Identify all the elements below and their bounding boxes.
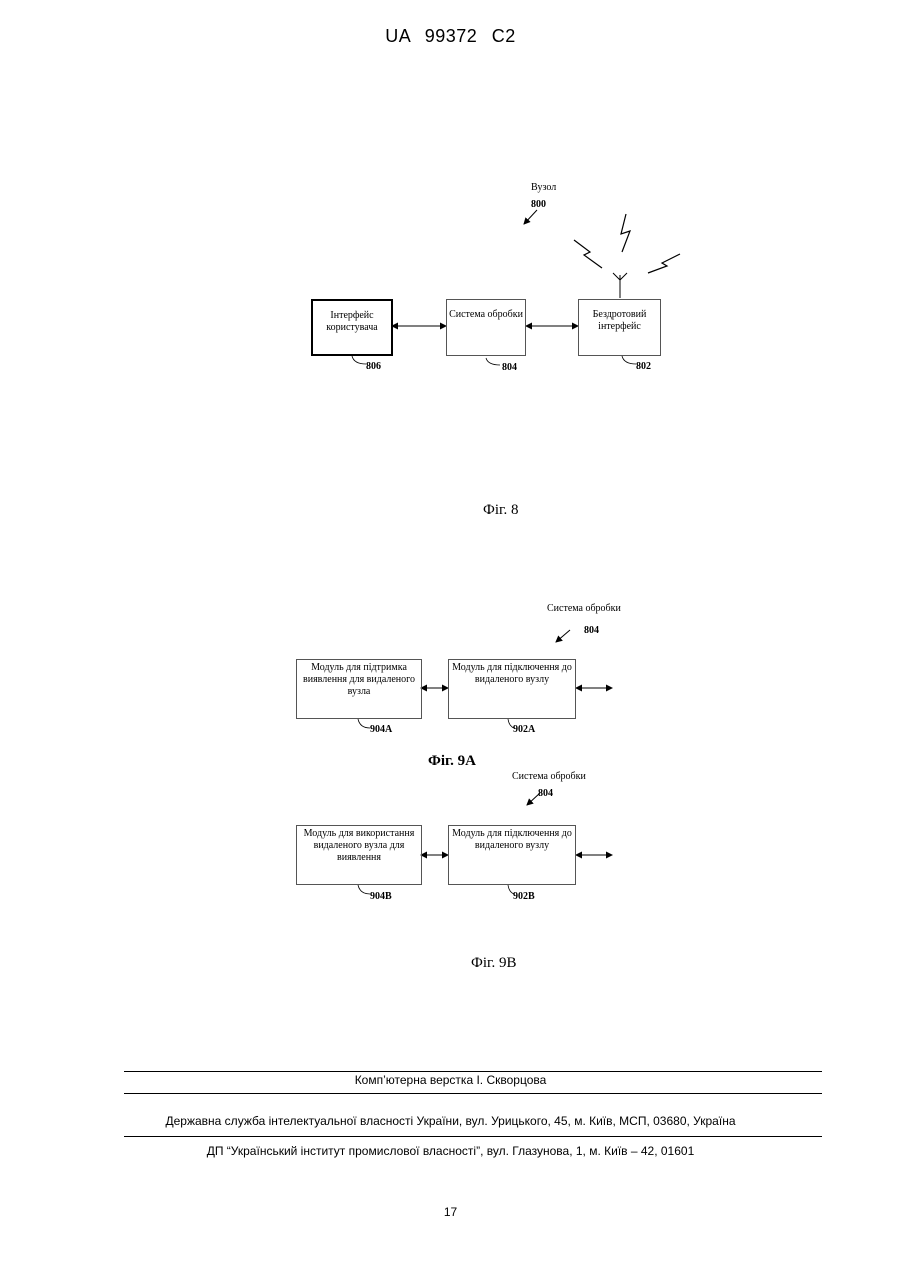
system-pointer-arrow-9a (556, 630, 570, 642)
leader-904a (358, 719, 370, 728)
system-label-9b: Система обробки (512, 771, 586, 782)
layout-credit: Комп’ютерна верстка І. Скворцова (0, 1073, 901, 1087)
ref-902a: 902A (513, 724, 535, 735)
connect-module-block-9a: Модуль для підключення до видаленого вуз… (448, 659, 576, 719)
system-ref-9a: 804 (584, 625, 599, 636)
ref-802: 802 (636, 361, 651, 372)
figure-8-caption: Фіг. 8 (483, 502, 518, 519)
lightning-bolt-icon (621, 214, 630, 252)
leader-802 (622, 356, 636, 364)
footer-divider (124, 1093, 822, 1094)
footer-divider (124, 1136, 822, 1137)
user-interface-block: Інтерфейс користувача (311, 299, 393, 356)
ref-904a: 904A (370, 724, 392, 735)
page-number: 17 (0, 1205, 901, 1219)
support-discovery-module-block: Модуль для підтримка виявлення для видал… (296, 659, 422, 719)
system-label-9a: Система обробки (547, 603, 621, 614)
lightning-bolt-icon (574, 240, 602, 268)
lightning-bolt-icon (648, 254, 680, 273)
processing-system-block: Система обробки (446, 299, 526, 356)
ref-904b: 904B (370, 891, 392, 902)
node-ref: 800 (531, 199, 546, 210)
footer-divider (124, 1071, 822, 1072)
ref-902b: 902B (513, 891, 535, 902)
service-address: Державна служба інтелектуальної власност… (0, 1114, 901, 1128)
antenna-icon (613, 273, 627, 298)
node-label: Вузол (531, 182, 556, 193)
leader-806 (352, 356, 366, 364)
connect-module-block-9b: Модуль для підключення до видаленого вуз… (448, 825, 576, 885)
figure-9a-caption: Фіг. 9A (428, 753, 476, 770)
system-ref-9b: 804 (538, 788, 553, 799)
institute-address: ДП “Український інститут промислової вла… (0, 1144, 901, 1158)
ref-806: 806 (366, 361, 381, 372)
leader-904b (358, 885, 370, 894)
leader-804 (486, 358, 500, 365)
ref-804: 804 (502, 362, 517, 373)
node-pointer-arrow (524, 210, 537, 224)
use-remote-node-module-block: Модуль для використання видаленого вузла… (296, 825, 422, 885)
figure-9b-caption: Фіг. 9B (471, 955, 516, 972)
wireless-interface-block: Бездротовий інтерфейс (578, 299, 661, 356)
